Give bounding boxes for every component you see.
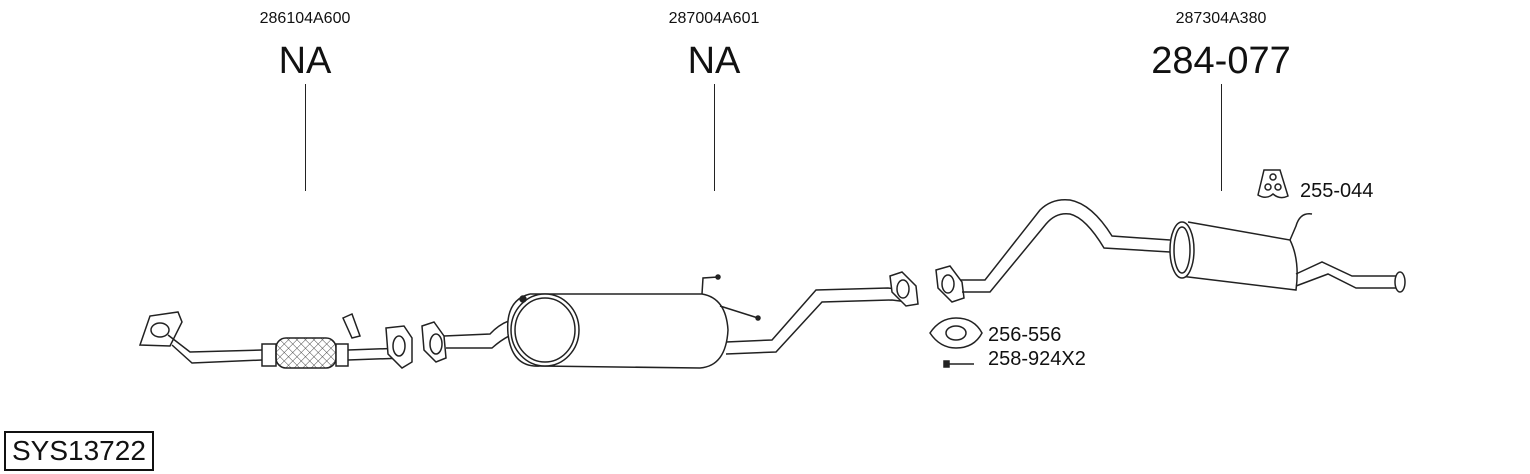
centre-muffler <box>421 271 919 369</box>
rear-muffler <box>935 198 1406 303</box>
accessory-label-hanger: 255-044 <box>1300 180 1374 202</box>
leader-line-centre-muffler <box>714 84 715 191</box>
part-number-rear-muffler: 284-077 <box>1151 40 1291 82</box>
oem-number-front-pipe: 286104A600 <box>259 10 351 27</box>
leader-line-front-pipe <box>305 84 306 191</box>
oem-number-centre-muffler: 287004A601 <box>668 10 760 27</box>
accessory-label-bolt: 258-924X2 <box>988 348 1086 370</box>
system-code: SYS13722 <box>4 431 154 471</box>
rubber-hanger-icon <box>1257 169 1289 199</box>
front-pipe <box>138 311 413 369</box>
gasket-icon <box>929 317 983 349</box>
part-number-front-pipe: NA <box>278 40 332 82</box>
leader-line-rear-muffler <box>1221 84 1222 191</box>
oem-number-rear-muffler: 287304A380 <box>1175 10 1267 27</box>
accessory-label-gasket: 256-556 <box>988 324 1062 346</box>
bolt-icon <box>943 360 974 368</box>
part-number-centre-muffler: NA <box>687 40 741 82</box>
